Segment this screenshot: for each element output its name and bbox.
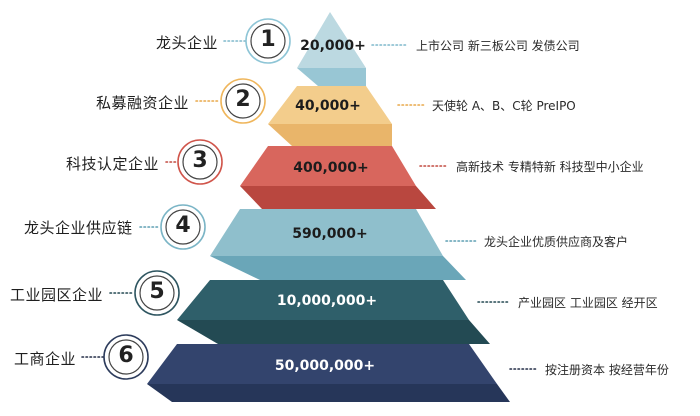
- tier-4-description: 龙头企业优质供应商及客户: [484, 235, 629, 249]
- tier-3-number: 3: [192, 148, 208, 173]
- tier-4-inner-ring: [165, 209, 201, 245]
- tier-3-description: 高新技术 专精特新 科技型中小企业: [456, 160, 644, 174]
- tier-6-count: 50,000,000+: [274, 358, 376, 374]
- tier-4-number: 4: [175, 213, 191, 238]
- tier-2-label: 私募融资企业: [96, 94, 190, 112]
- tier-4-label: 龙头企业供应链: [24, 219, 133, 237]
- tier-3-label: 科技认定企业: [66, 155, 160, 173]
- tier-3-count: 400,000+: [293, 160, 369, 176]
- tier-5-bottom-face: [177, 320, 490, 344]
- tier-6-inner-ring: [108, 339, 144, 375]
- tier-6-label: 工商企业: [14, 350, 77, 368]
- tier-1-label: 龙头企业: [156, 34, 219, 52]
- tier-1-description: 上市公司 新三板公司 发债公司: [416, 39, 580, 53]
- tier-5-count: 10,000,000+: [276, 293, 378, 309]
- tier-4-bottom-face: [210, 256, 466, 280]
- tier-1-count: 20,000+: [300, 38, 366, 54]
- tier-6-number: 6: [118, 343, 134, 368]
- tier-5-number: 5: [149, 279, 165, 304]
- tier-6-bottom-face: [147, 384, 510, 402]
- tier-5-description: 产业园区 工业园区 经开区: [518, 296, 658, 310]
- tier-4-count: 590,000+: [292, 226, 368, 242]
- tier-2-number: 2: [235, 87, 251, 112]
- tier-5-label: 工业园区企业: [10, 286, 104, 304]
- tier-1-inner-ring: [250, 23, 286, 59]
- tier-2-count: 40,000+: [295, 98, 361, 114]
- tier-2-bottom-face: [268, 124, 392, 146]
- tier-3-bottom-face: [240, 186, 436, 209]
- tier-6-description: 按注册资本 按经营年份: [545, 363, 669, 377]
- tier-3-top-face: [240, 146, 416, 186]
- tier-1-number: 1: [260, 27, 276, 52]
- tier-2-top-face: [268, 86, 392, 124]
- tier-2-description: 天使轮 A、B、C轮 PreIPO: [432, 99, 576, 113]
- tier-3-inner-ring: [182, 144, 218, 180]
- tier-5-top-face: [177, 280, 469, 320]
- tier-2-inner-ring: [225, 83, 261, 119]
- tier-5-inner-ring: [139, 275, 175, 311]
- tier-4-top-face: [210, 209, 443, 256]
- tier-1-top-face: [297, 12, 366, 68]
- tier-6-top-face: [147, 344, 497, 384]
- tier-1-bottom-face: [297, 68, 366, 86]
